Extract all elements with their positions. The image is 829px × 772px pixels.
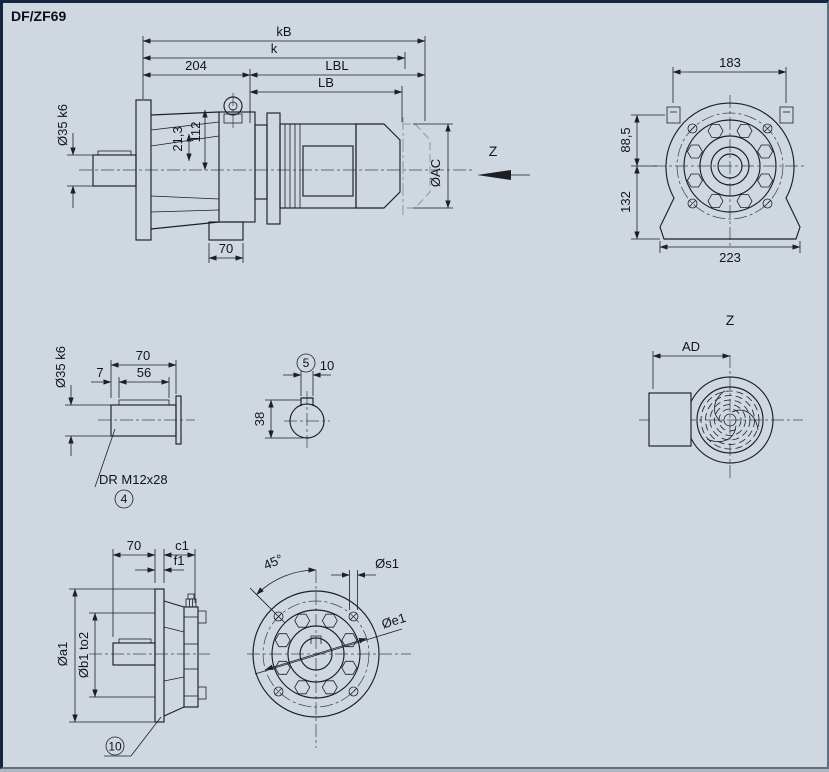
svg-text:4: 4	[121, 492, 128, 506]
fan-view-z-label: Z	[726, 312, 735, 328]
dim-38: 38	[252, 412, 267, 426]
dim-f1: f1	[174, 553, 185, 568]
shaft-cross-section: 38 10 5	[252, 353, 334, 451]
dim-LBL: LBL	[325, 58, 348, 73]
dim-e1: Øe1	[380, 610, 408, 632]
vent-plug	[185, 593, 197, 608]
dim-132: 132	[618, 191, 633, 213]
flange-side-view: 70 c1 f1 Øa1 Øb1 to2 10	[55, 538, 210, 757]
dim-70-side: 70	[219, 241, 233, 256]
flange-screws	[687, 123, 773, 209]
callout-10: 10	[104, 716, 162, 757]
dim-204: 204	[185, 58, 207, 73]
dim-45deg: 45°	[261, 551, 285, 573]
fan-grille	[700, 390, 760, 450]
motor-body	[279, 123, 357, 209]
terminal-box-top	[648, 392, 692, 447]
dim-223: 223	[719, 250, 741, 265]
gearmotor-side-view: kB k 204 LBL LB Ø35 k6 21,3 112	[55, 24, 530, 263]
dim-c1: c1	[175, 538, 189, 553]
dim-LB: LB	[318, 75, 334, 90]
technical-drawing: kB k 204 LBL LB Ø35 k6 21,3 112	[53, 24, 807, 757]
thread-note: DR M12x28	[99, 472, 168, 487]
fan-cover	[355, 123, 401, 209]
dim-shaft-70: 70	[136, 348, 150, 363]
dim-AC: ØAC	[428, 159, 443, 187]
dim-b1: Øb1 to2	[76, 632, 91, 678]
shaft-end-detail: 70 7 56 Ø35 k6 DR M12x28 4	[53, 346, 195, 509]
dim-a1: Øa1	[55, 642, 70, 667]
terminal-box	[302, 145, 354, 197]
dim-183: 183	[719, 55, 741, 70]
dim-21-3: 21,3	[170, 126, 185, 151]
page-title: DF/ZF69	[11, 8, 67, 24]
gear-unit-front-view: 183 88,5 132 223	[618, 55, 807, 265]
dim-56: 56	[137, 365, 151, 380]
dim-kB: kB	[276, 24, 291, 39]
view-z-label: Z	[489, 143, 498, 159]
eyebolt	[223, 93, 243, 131]
dim-112: 112	[188, 122, 203, 143]
svg-text:5: 5	[303, 356, 310, 370]
dim-shaft-dia: Ø35 k6	[55, 104, 70, 146]
dim-AD: AD	[682, 339, 700, 354]
callout-5: 5	[296, 353, 316, 373]
fan-end-view: Z AD	[639, 312, 803, 481]
dim-10: 10	[320, 358, 334, 373]
dim-flange-70: 70	[127, 538, 141, 553]
callout-4: 4	[114, 489, 134, 509]
svg-text:10: 10	[108, 740, 122, 754]
dim-7: 7	[96, 365, 103, 380]
extended-motor-outline	[402, 117, 431, 215]
flange-bolt-holes	[273, 611, 359, 697]
dim-s1: Øs1	[375, 556, 399, 571]
dim-88-5: 88,5	[618, 127, 633, 152]
flange-front-view: 45° Øs1 Øe1	[247, 551, 411, 748]
dim-shaft-detail-dia: Ø35 k6	[53, 346, 68, 388]
dim-k: k	[271, 41, 278, 56]
view-z-arrow-icon: Z	[477, 143, 530, 180]
